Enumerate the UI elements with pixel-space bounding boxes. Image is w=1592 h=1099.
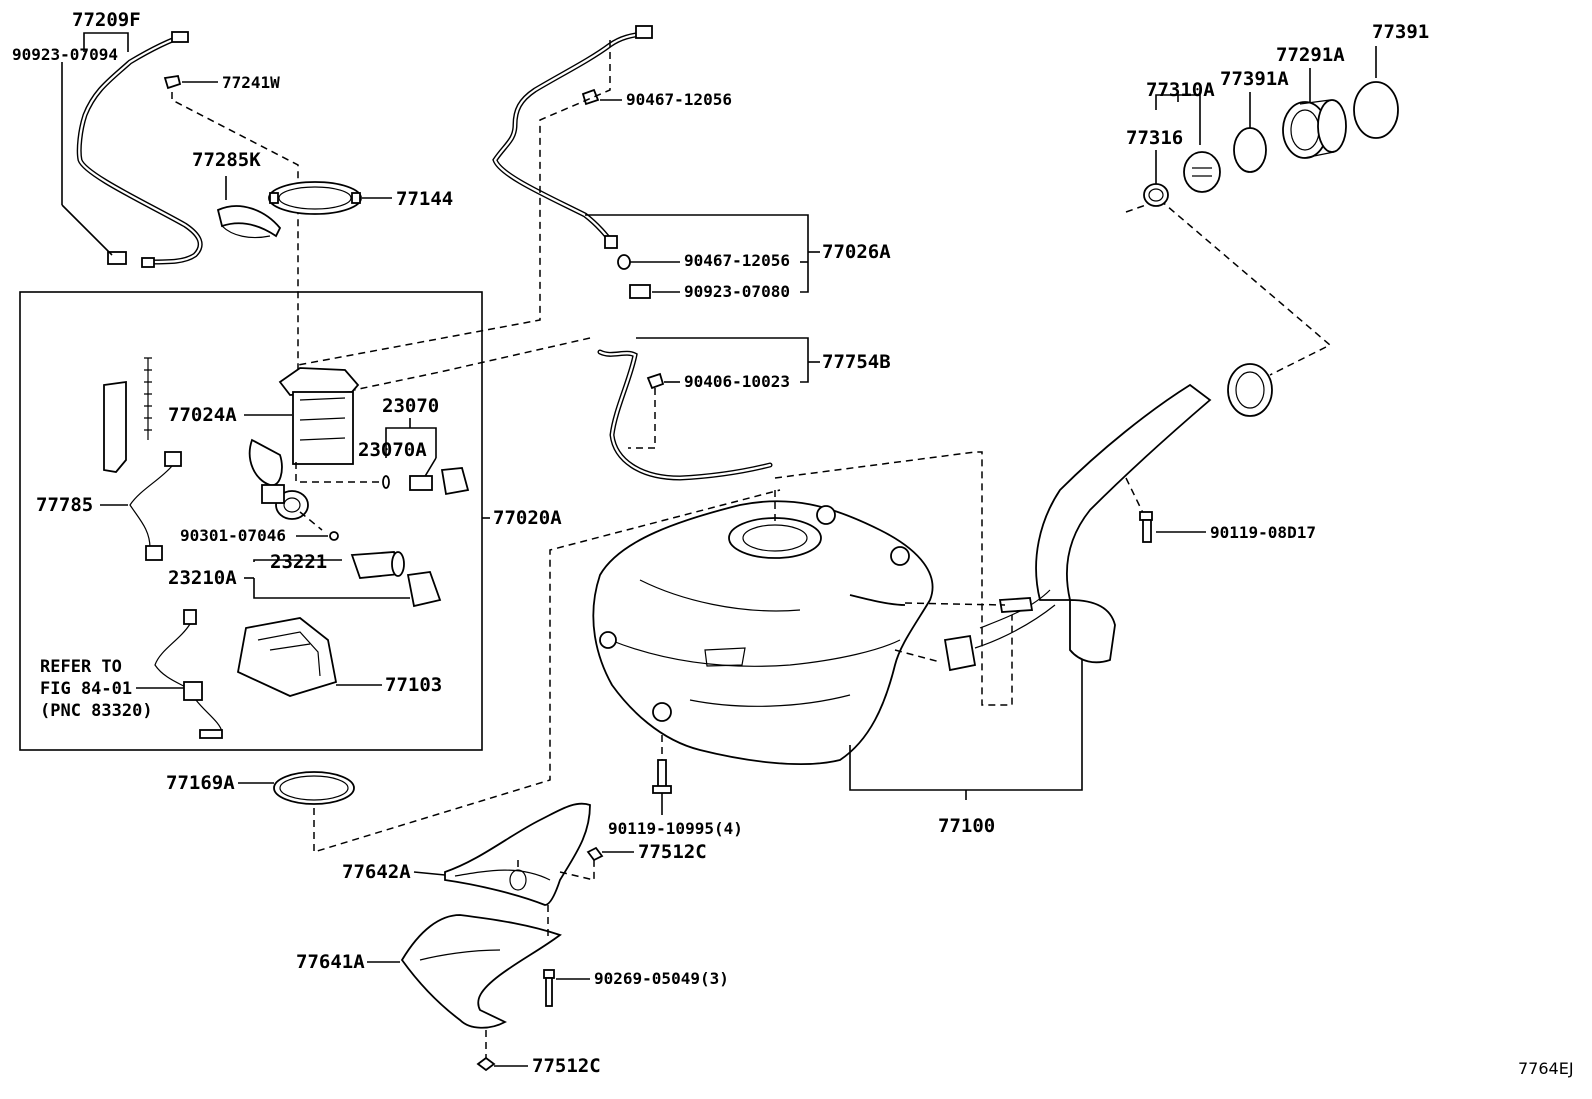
refer-line-3: (PNC 83320) <box>40 701 153 721</box>
label-23221: 23221 <box>270 551 327 573</box>
fuel-pump-module-77024A[interactable] <box>248 367 360 520</box>
label-90406-10023: 90406-10023 <box>684 372 790 391</box>
seal-77391A[interactable] <box>1233 127 1267 173</box>
label-77291A: 77291A <box>1276 44 1345 66</box>
label-90923-07094: 90923-07094 <box>12 45 118 64</box>
seal-77391[interactable] <box>1353 81 1399 139</box>
protector-77642A[interactable] <box>444 802 591 906</box>
label-77024A: 77024A <box>168 404 237 426</box>
label-77285K: 77285K <box>192 149 261 171</box>
pump-bracket-23210A[interactable] <box>406 571 442 608</box>
connector-90923-07080[interactable] <box>629 284 651 299</box>
o-ring-23070[interactable] <box>382 475 390 489</box>
refer-line-1: REFER TO <box>40 657 122 677</box>
gasket-77316[interactable] <box>1143 183 1169 207</box>
bolt-90119-10995[interactable] <box>652 759 672 794</box>
label-77512C-bottom: 77512C <box>532 1055 601 1077</box>
bracket-77103[interactable] <box>236 617 338 697</box>
figure-code: 7764EJ <box>1518 1059 1574 1078</box>
bolt-90119-08D17[interactable] <box>1139 511 1153 543</box>
retainer-ring-77144[interactable] <box>268 181 362 215</box>
fuel-tank-77100[interactable] <box>592 500 934 765</box>
fuel-pump-23221[interactable] <box>350 551 405 579</box>
label-77026A: 77026A <box>822 241 891 263</box>
vent-tube-77209F[interactable] <box>76 31 203 268</box>
label-90923-07080: 90923-07080 <box>684 282 790 301</box>
label-77209F: 77209F <box>72 9 141 31</box>
label-23070: 23070 <box>382 395 439 417</box>
bolt-90269-05049[interactable] <box>543 969 555 1007</box>
label-90119-08D17: 90119-08D17 <box>1210 523 1316 542</box>
fuel-filter-23070A[interactable] <box>409 467 470 496</box>
bracket-77285K[interactable] <box>216 205 282 239</box>
label-77641A: 77641A <box>296 951 365 973</box>
label-23210A: 23210A <box>168 567 237 589</box>
hose-77754B[interactable] <box>597 349 773 481</box>
label-77642A: 77642A <box>342 861 411 883</box>
label-90467-12056: 90467-12056 <box>684 251 790 270</box>
wire-harness-77785[interactable] <box>129 451 182 561</box>
label-90119-10995: 90119-10995(4) <box>608 819 743 838</box>
level-sender-strip[interactable] <box>103 357 152 473</box>
clip-90467-12056[interactable] <box>617 254 631 270</box>
o-ring-90301-07046[interactable] <box>329 531 339 541</box>
clip-77241W[interactable] <box>163 74 182 90</box>
label-77241W: 77241W <box>222 73 280 92</box>
filler-pipe-assembly[interactable] <box>943 363 1273 672</box>
label-77169A: 77169A <box>166 772 235 794</box>
protector-77641A[interactable] <box>400 914 562 1029</box>
clip-90406-10023[interactable] <box>646 372 665 390</box>
label-90467-12056-top: 90467-12056 <box>626 90 732 109</box>
label-77020A: 77020A <box>493 507 562 529</box>
label-77391A: 77391A <box>1220 68 1289 90</box>
label-23070A: 23070A <box>358 439 427 461</box>
nut-77512C-bottom[interactable] <box>476 1056 496 1072</box>
label-77785: 77785 <box>36 494 93 516</box>
label-77316: 77316 <box>1126 127 1183 149</box>
label-90301-07046: 90301-07046 <box>180 526 286 545</box>
label-77754B: 77754B <box>822 351 891 373</box>
fuel-cap-77310A[interactable] <box>1183 151 1221 193</box>
gasket-77169A[interactable] <box>273 771 355 805</box>
filler-housing-77291A[interactable] <box>1282 99 1347 159</box>
label-77100: 77100 <box>938 815 995 837</box>
fuel-pump-module-box <box>19 291 483 751</box>
harness-reference[interactable] <box>154 609 223 739</box>
label-77144: 77144 <box>396 188 453 210</box>
refer-line-2: FIG 84-01 <box>40 679 132 699</box>
label-77512C-top: 77512C <box>638 841 707 863</box>
nut-77512C-top[interactable] <box>586 846 604 862</box>
label-90269-05049: 90269-05049(3) <box>594 969 729 988</box>
label-77103: 77103 <box>385 674 442 696</box>
label-77391: 77391 <box>1372 21 1429 43</box>
label-77310A: 77310A <box>1146 79 1215 101</box>
clip-90467-12056-top[interactable] <box>581 88 600 106</box>
